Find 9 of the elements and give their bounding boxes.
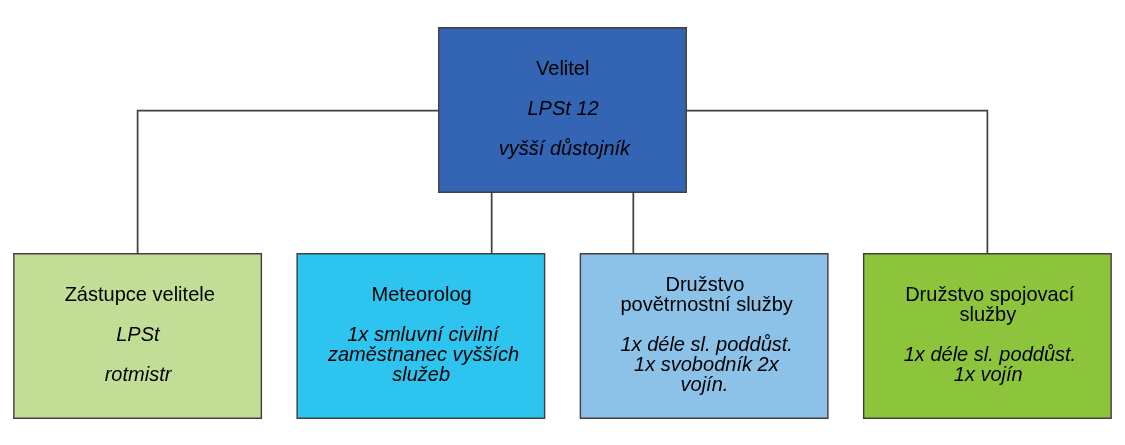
node-box: Družstvo povětrnostní služby 1x déle sl. poddůst. 1x svobodník 2x vojín. — [579, 252, 829, 419]
connector — [490, 191, 493, 254]
node-box: Zástupce velitele LPSt rotmistr — [13, 252, 263, 419]
connector — [136, 109, 440, 254]
connector — [685, 109, 989, 254]
node-box: Družstvo spojovací služby 1x déle sl. poddůst. 1x vojín — [862, 252, 1112, 419]
node-box: Velitel LPSt 12 vyšší důstojník — [438, 26, 687, 193]
node-box: Meteorolog 1x smluvní civilní zaměstnanec vyšších služeb — [296, 252, 546, 419]
connector — [632, 191, 635, 254]
